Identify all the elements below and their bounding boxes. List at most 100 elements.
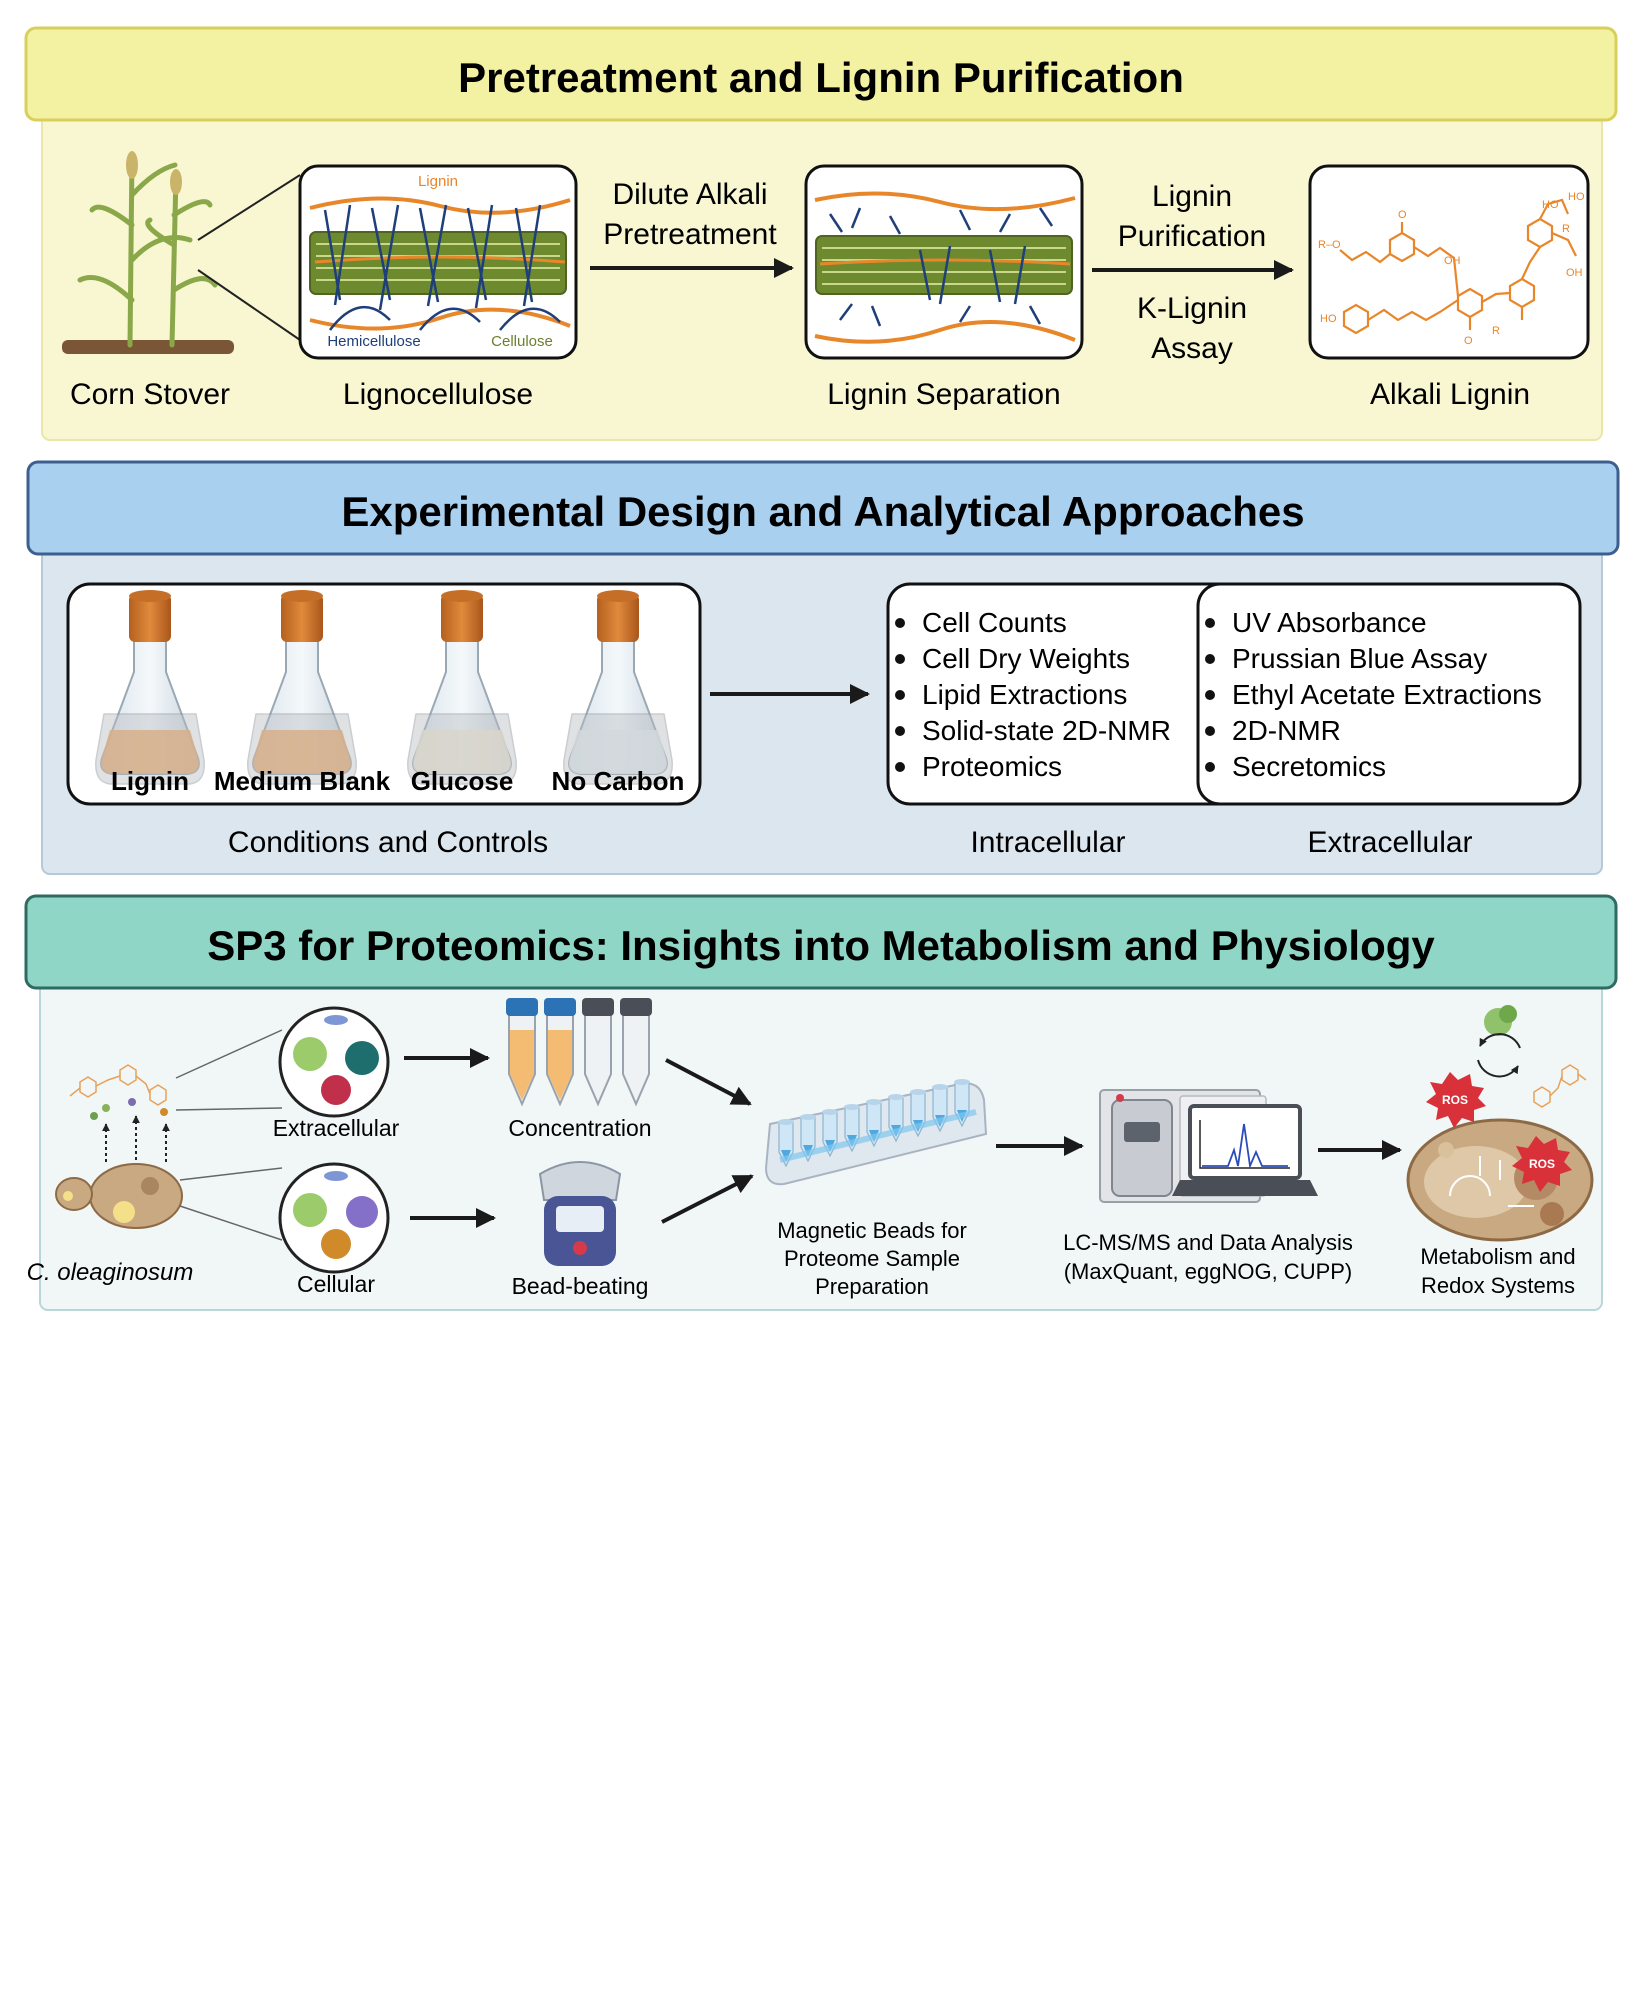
bullet-icon bbox=[895, 618, 905, 628]
lignin-fragments-icon bbox=[69, 1064, 168, 1120]
concentration-label: Concentration bbox=[508, 1115, 651, 1141]
lignin-tag: Lignin bbox=[418, 173, 458, 190]
step2a-line2: Purification bbox=[1118, 220, 1266, 253]
flask-label-0: Lignin bbox=[111, 766, 189, 796]
cellular-proteins-icon bbox=[278, 1162, 390, 1274]
bullet-icon bbox=[1205, 726, 1215, 736]
section3-header bbox=[24, 894, 1618, 990]
step2a-line1: Lignin bbox=[1152, 180, 1232, 213]
beads-line1: Magnetic Beads for bbox=[777, 1218, 967, 1243]
extracellular-box bbox=[1196, 582, 1582, 806]
svg-text:O: O bbox=[1464, 335, 1473, 347]
step1-line1: Dilute Alkali bbox=[612, 178, 767, 211]
section2-header bbox=[26, 460, 1620, 556]
bullet-icon bbox=[1205, 690, 1215, 700]
step2b-line1: K-Lignin bbox=[1137, 292, 1247, 325]
svg-text:HO: HO bbox=[1568, 191, 1585, 203]
section3-title: SP3 for Proteomics: Insights into Metabo… bbox=[207, 922, 1435, 969]
extracellular-proteins-icon bbox=[278, 1006, 390, 1118]
alkali-lignin-label: Alkali Lignin bbox=[1370, 378, 1530, 411]
section-sp3-proteomics: SP3 for Proteomics: Insights into Metabo… bbox=[24, 894, 1618, 1311]
lcms-line2: (MaxQuant, eggNOG, CUPP) bbox=[1064, 1259, 1353, 1284]
lignocellulose-diagram bbox=[298, 164, 578, 360]
extracellular-sample-label: Extracellular bbox=[273, 1115, 400, 1141]
section-experimental-design: Experimental Design and Analytical Appro… bbox=[26, 460, 1620, 875]
list-item: Cell Counts bbox=[922, 607, 1067, 638]
conditions-box bbox=[66, 582, 702, 806]
flask-3: No Carbon bbox=[552, 590, 685, 796]
bullet-icon bbox=[1205, 654, 1215, 664]
concentration-tubes-icon bbox=[506, 998, 652, 1107]
flask-label-1: Medium Blank bbox=[214, 766, 391, 796]
metabolism-line2: Redox Systems bbox=[1421, 1273, 1575, 1298]
lignin-separation-label: Lignin Separation bbox=[827, 378, 1061, 411]
organism-label: C. oleaginosum bbox=[27, 1259, 194, 1286]
beads-line2: Proteome Sample bbox=[784, 1246, 960, 1271]
svg-text:R: R bbox=[1492, 325, 1500, 337]
bullet-icon bbox=[1205, 618, 1215, 628]
section-pretreatment: Pretreatment and Lignin Purification Cor… bbox=[24, 26, 1618, 441]
flask-label-3: No Carbon bbox=[552, 766, 685, 796]
bead-beater-icon bbox=[538, 1161, 622, 1266]
bead-beating-label: Bead-beating bbox=[512, 1273, 649, 1299]
flask-2: Glucose bbox=[407, 590, 517, 796]
list-item: Proteomics bbox=[922, 751, 1062, 782]
hemicellulose-tag: Hemicellulose bbox=[327, 333, 420, 350]
intracellular-label: Intracellular bbox=[970, 826, 1125, 859]
lignin-separation-diagram bbox=[804, 164, 1084, 360]
svg-text:R–O: R–O bbox=[1318, 239, 1341, 251]
secretion-arrows bbox=[102, 1115, 170, 1162]
list-item: Cell Dry Weights bbox=[922, 643, 1130, 674]
flask-1: Medium Blank bbox=[214, 590, 391, 796]
corn-stover-label: Corn Stover bbox=[70, 378, 230, 411]
arrow-bead-beating-to-beads bbox=[661, 1174, 754, 1224]
list-item: Ethyl Acetate Extractions bbox=[1232, 679, 1542, 710]
cellulose-tag: Cellulose bbox=[491, 333, 553, 350]
bullet-icon bbox=[895, 654, 905, 664]
lcms-line1: LC-MS/MS and Data Analysis bbox=[1063, 1230, 1353, 1255]
list-item: 2D-NMR bbox=[1232, 715, 1341, 746]
svg-text:HO: HO bbox=[1320, 313, 1337, 325]
ros-badge-icon: ROS bbox=[1512, 1136, 1572, 1192]
list-item: UV Absorbance bbox=[1232, 607, 1427, 638]
svg-text:OH: OH bbox=[1566, 267, 1583, 279]
beads-line3: Preparation bbox=[815, 1274, 929, 1299]
ros-label-1: ROS bbox=[1442, 1093, 1468, 1107]
flask-0: Lignin bbox=[95, 590, 205, 796]
bullet-icon bbox=[1205, 762, 1215, 772]
step1-line2: Pretreatment bbox=[603, 218, 777, 251]
lignocellulose-label: Lignocellulose bbox=[343, 378, 533, 411]
yeast-cell-icon bbox=[55, 1163, 183, 1229]
conditions-label: Conditions and Controls bbox=[228, 826, 548, 859]
step2b-line2: Assay bbox=[1151, 332, 1233, 365]
ros-badge-icon: ROS bbox=[1426, 1072, 1486, 1128]
extracellular-label: Extracellular bbox=[1307, 826, 1472, 859]
flask-label-2: Glucose bbox=[411, 766, 514, 796]
metabolism-cell-icon bbox=[1406, 1118, 1594, 1242]
cellular-sample-label: Cellular bbox=[297, 1271, 375, 1297]
laptop-chromatogram-icon bbox=[1172, 1104, 1318, 1196]
list-item: Lipid Extractions bbox=[922, 679, 1127, 710]
bullet-icon bbox=[895, 690, 905, 700]
svg-text:HO: HO bbox=[1542, 199, 1559, 211]
ros-label-2: ROS bbox=[1529, 1157, 1555, 1171]
bullet-icon bbox=[895, 762, 905, 772]
corn-plant-icon bbox=[62, 151, 234, 354]
section1-header bbox=[24, 26, 1618, 122]
section1-title: Pretreatment and Lignin Purification bbox=[458, 54, 1184, 101]
svg-text:R: R bbox=[1562, 223, 1570, 235]
magnetic-bead-rack-icon bbox=[764, 1079, 988, 1186]
section2-title: Experimental Design and Analytical Appro… bbox=[341, 488, 1304, 535]
arrow-concentration-to-beads bbox=[665, 1058, 752, 1106]
list-item: Solid-state 2D-NMR bbox=[922, 715, 1171, 746]
flask-group: Lignin Medium Blank Glucose No Carbon bbox=[95, 590, 685, 796]
metabolism-line1: Metabolism and bbox=[1420, 1244, 1575, 1269]
alkali-lignin-structure: R–O HO OH HO HO R OH O O R bbox=[1308, 164, 1590, 360]
svg-text:OH: OH bbox=[1444, 255, 1461, 267]
enzyme-cycle-icon bbox=[1477, 1005, 1587, 1108]
list-item: Prussian Blue Assay bbox=[1232, 643, 1487, 674]
list-item: Secretomics bbox=[1232, 751, 1386, 782]
